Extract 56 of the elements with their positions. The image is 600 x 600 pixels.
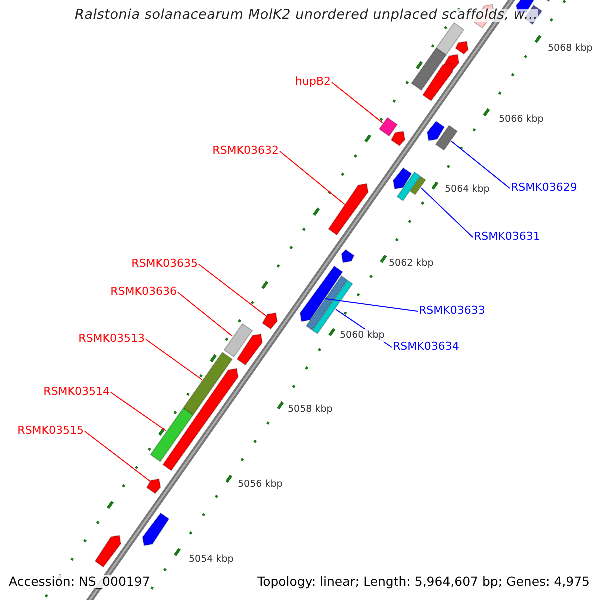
leader-line bbox=[332, 82, 384, 124]
gene-bar bbox=[94, 535, 122, 568]
gene-bar bbox=[426, 120, 446, 142]
gene-bar bbox=[300, 266, 344, 322]
leader-line bbox=[198, 264, 267, 317]
scale-label: 5066 kbp bbox=[499, 113, 544, 126]
scale-label: 5056 kbp bbox=[238, 478, 283, 491]
scale-label: 5054 kbp bbox=[189, 553, 234, 566]
gene-bar bbox=[411, 48, 447, 92]
gene-bar bbox=[390, 131, 406, 147]
gene-bar bbox=[236, 334, 264, 366]
gene-bar bbox=[392, 168, 412, 190]
gene-bar bbox=[410, 176, 426, 196]
gene-label: RSMK03515 bbox=[18, 424, 84, 437]
gene-bar bbox=[146, 478, 162, 494]
gene-bar bbox=[262, 312, 278, 330]
gene-label: hupB2 bbox=[296, 75, 331, 88]
scale-label: 5058 kbp bbox=[288, 403, 333, 416]
title: Ralstonia solanacearum MolK2 unordered unplaced scaffolds, w... bbox=[75, 9, 538, 22]
leader-line bbox=[280, 151, 346, 206]
gene-bar bbox=[142, 512, 170, 546]
gene-bar bbox=[422, 63, 454, 102]
leader-line bbox=[178, 292, 234, 338]
gene-bar bbox=[455, 41, 469, 55]
gene-bar bbox=[341, 249, 355, 264]
footer-text: Topology: linear; Length: 5,964,607 bp; Genes: 4,975 bbox=[258, 575, 590, 588]
gene-label: RSMK03636 bbox=[110, 285, 177, 298]
gene-label: RSMK03514 bbox=[44, 385, 110, 398]
scale-label: 5064 kbp bbox=[445, 183, 490, 196]
scale-label: 5068 kbp bbox=[548, 42, 593, 55]
leader-line bbox=[146, 339, 203, 380]
gene-label: RSMK03513 bbox=[78, 332, 145, 345]
gene-bar bbox=[396, 172, 422, 202]
gene-bar bbox=[162, 368, 239, 472]
footer-text: Accession: NS_000197 bbox=[9, 575, 150, 588]
gene-label: RSMK03631 bbox=[474, 230, 540, 243]
gene-label: RSMK03635 bbox=[132, 257, 198, 270]
gene-bar bbox=[150, 408, 194, 462]
gene-bar bbox=[436, 22, 465, 56]
gene-label: RSMK03629 bbox=[511, 181, 578, 194]
gene-bar bbox=[306, 276, 348, 331]
leader-line bbox=[420, 188, 474, 238]
scale-label: 5062 kbp bbox=[389, 257, 434, 270]
leader-line bbox=[451, 141, 510, 189]
gene-bar bbox=[224, 323, 254, 358]
leader-line bbox=[84, 431, 151, 482]
gene-label: RSMK03633 bbox=[419, 304, 486, 317]
gene-label: RSMK03632 bbox=[212, 144, 279, 157]
gene-bar bbox=[378, 117, 398, 137]
gene-bar bbox=[182, 352, 234, 416]
gene-label: RSMK03634 bbox=[393, 340, 460, 353]
leader-line bbox=[324, 298, 418, 312]
gene-bar bbox=[435, 125, 458, 151]
gene-bar bbox=[328, 183, 369, 236]
scale-label: 5060 kbp bbox=[340, 329, 385, 342]
leader-line bbox=[110, 392, 167, 432]
